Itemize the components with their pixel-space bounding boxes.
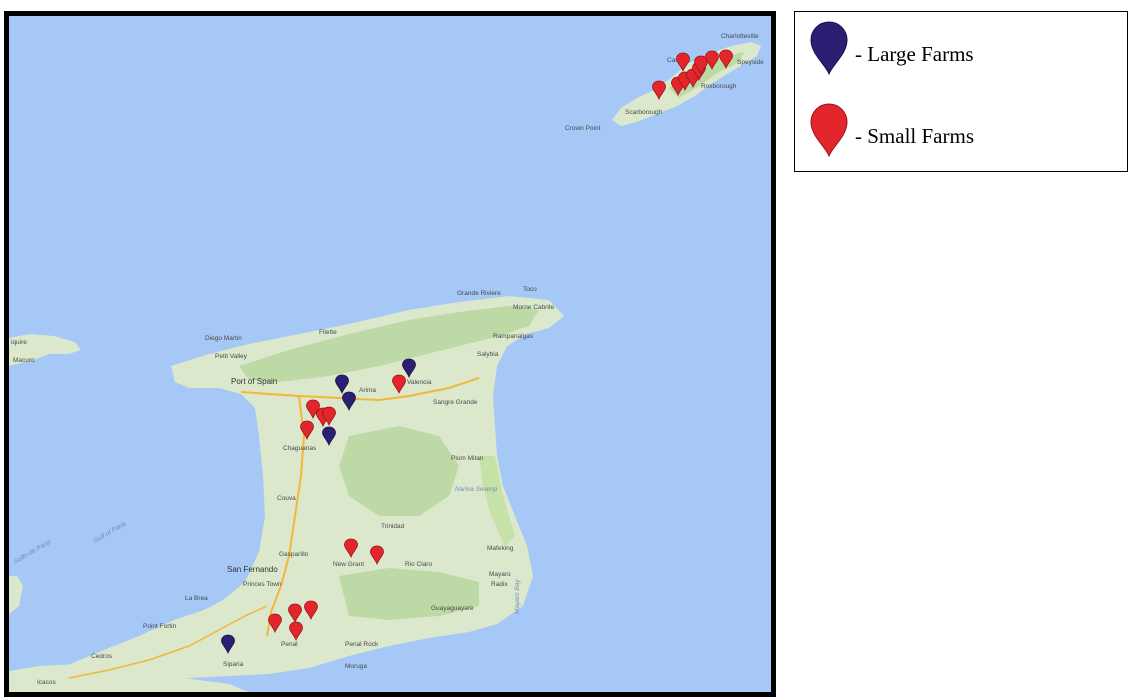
- label-gasparillo: Gasparillo: [279, 551, 309, 558]
- label-morne-cabrite: Morne Cabrite: [513, 304, 555, 311]
- label-sangre-grande: Sangre Grande: [433, 399, 478, 406]
- large-farm-marker[interactable]: [221, 634, 235, 655]
- label-mafeking: Mafeking: [487, 545, 514, 552]
- label-toco: Toco: [523, 286, 537, 293]
- label-scarborough: Scarborough: [625, 109, 663, 116]
- label-rio-claro: Rio Claro: [405, 561, 432, 568]
- label-trinidad: Trinidad: [381, 523, 405, 530]
- label-diego-martin: Diego Martin: [205, 335, 242, 342]
- label-moruga: Moruga: [345, 663, 367, 670]
- label-princes-town: Princes Town: [243, 581, 282, 588]
- legend-label-small-farms: - Small Farms: [855, 124, 974, 148]
- legend-label-large-farms: - Large Farms: [855, 42, 974, 66]
- label-macuro: Macuro: [13, 357, 35, 364]
- road-solomon-hochoy: [266, 395, 306, 637]
- small-farm-marker[interactable]: [719, 49, 733, 70]
- label-point-fortin: Point Fortin: [143, 623, 177, 630]
- small-farm-marker-icon: [810, 103, 848, 158]
- legend-item-large-farms: - Large Farms: [807, 20, 1107, 76]
- map-frame[interactable]: Charlotteville Speyside Castara Roxborou…: [4, 11, 776, 697]
- venezuela-south-coast: [9, 576, 23, 614]
- label-crown-point: Crown Point: [565, 125, 601, 132]
- label-nariva-swamp: Nariva Swamp: [455, 486, 498, 493]
- label-penal-rock: Penal Rock: [345, 641, 379, 648]
- small-farm-marker[interactable]: [268, 613, 282, 634]
- label-san-fernando: San Fernando: [227, 565, 278, 574]
- road-southern: [68, 605, 268, 679]
- small-farm-marker[interactable]: [304, 600, 318, 621]
- large-farm-marker[interactable]: [402, 358, 416, 379]
- label-cedros: Cedros: [91, 653, 113, 660]
- label-rampanalgas: Rampanalgas: [493, 333, 534, 340]
- road-churchill-roosevelt: [240, 377, 480, 402]
- small-farm-marker[interactable]: [676, 52, 690, 73]
- map[interactable]: Charlotteville Speyside Castara Roxborou…: [9, 16, 771, 692]
- venezuela-coast: [9, 334, 81, 366]
- small-farm-marker[interactable]: [322, 406, 336, 427]
- label-roxborough: Roxborough: [701, 83, 737, 90]
- label-mayaro-bay: Mayaro Bay: [514, 579, 521, 614]
- nariva-swamp: [479, 456, 515, 546]
- label-radix: Radix: [491, 581, 508, 588]
- small-farm-marker[interactable]: [392, 374, 406, 395]
- label-la-brea: La Brea: [185, 595, 208, 602]
- label-couva: Couva: [277, 495, 296, 502]
- label-arima: Arima: [359, 387, 376, 394]
- small-farm-marker[interactable]: [652, 80, 666, 101]
- label-mayaro: Mayaro: [489, 571, 511, 578]
- small-farm-marker[interactable]: [694, 55, 708, 76]
- label-siparia: Siparia: [223, 661, 244, 668]
- legend: - Large Farms - Small Farms: [794, 11, 1128, 172]
- label-port-of-spain: Port of Spain: [231, 377, 277, 386]
- southern-range: [339, 568, 479, 620]
- central-range: [339, 426, 459, 516]
- farm-markers: [221, 49, 733, 655]
- label-valencia: Valencia: [407, 379, 432, 386]
- label-new-grant: New Grant: [333, 561, 364, 568]
- label-penal: Penal: [281, 641, 298, 648]
- large-farm-marker[interactable]: [322, 426, 336, 447]
- label-chaguanas: Chaguanas: [283, 445, 317, 452]
- small-farm-marker[interactable]: [370, 545, 384, 566]
- small-farm-marker[interactable]: [288, 603, 302, 624]
- large-farm-marker-icon: [810, 21, 848, 76]
- large-farm-marker[interactable]: [335, 374, 349, 395]
- label-iquire: iquire: [11, 339, 27, 346]
- small-farm-marker[interactable]: [344, 538, 358, 559]
- small-farm-marker[interactable]: [705, 50, 719, 71]
- small-farm-marker[interactable]: [289, 621, 303, 642]
- label-grande-riviere: Grande Riviere: [457, 290, 501, 297]
- label-charlotteville: Charlotteville: [721, 33, 759, 40]
- large-farm-marker[interactable]: [342, 391, 356, 412]
- label-plum-mitan: Plum Mitan: [451, 455, 484, 462]
- label-petit-valley: Petit Valley: [215, 353, 248, 360]
- label-salybia: Salybia: [477, 351, 499, 358]
- legend-item-small-farms: - Small Farms: [807, 102, 1107, 158]
- label-filette: Filette: [319, 329, 337, 336]
- label-icacos: Icacos: [37, 679, 57, 686]
- small-farm-marker[interactable]: [300, 420, 314, 441]
- label-speyside: Speyside: [737, 59, 764, 66]
- label-guayaguayare: Guayaguayare: [431, 605, 474, 612]
- northern-range: [239, 306, 539, 382]
